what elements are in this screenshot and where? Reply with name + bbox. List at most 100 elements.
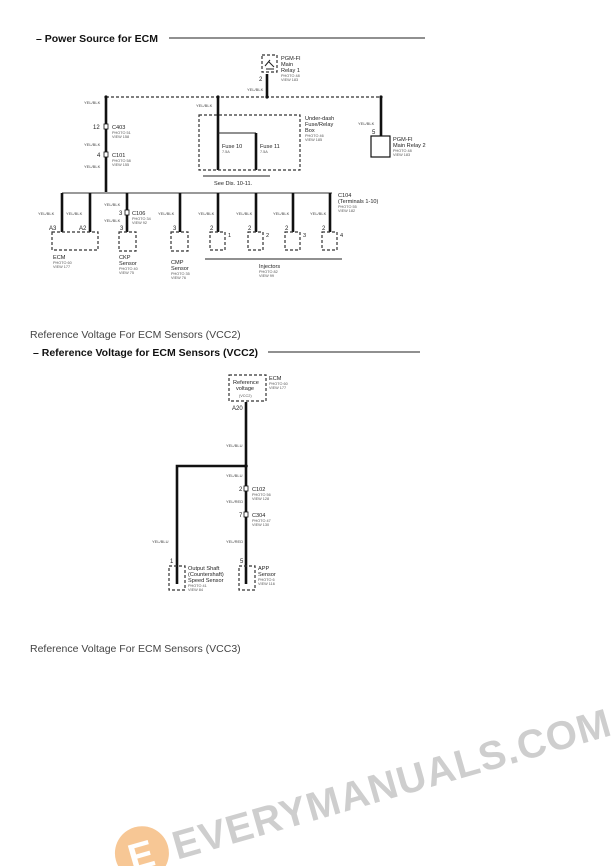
relay1-view: VIEW 183 [281, 78, 298, 82]
ecm-label: voltage [236, 386, 254, 392]
oss-label: (Countershaft) [188, 572, 224, 578]
wire-label: YEL/BLK [198, 211, 215, 216]
c102-photo: PHOTO 56 [252, 493, 271, 497]
oss-view: VIEW 84 [188, 588, 203, 592]
injector-number: 4 [340, 233, 343, 239]
ecm-view: VIEW 177 [269, 386, 286, 390]
relay1-label: Main [281, 62, 293, 68]
injector-number: 2 [266, 233, 269, 239]
c101-pin: 4 [97, 153, 101, 159]
c102-label: C102 [252, 487, 265, 493]
c304-view: VIEW 130 [252, 523, 269, 527]
injector-box [284, 231, 301, 251]
wire-label: YEL/BLK [84, 164, 101, 169]
caption-vcc2: Reference Voltage For ECM Sensors (VCC2) [30, 329, 241, 341]
c106-view: VIEW 92 [132, 221, 147, 225]
relay2-pin: 5 [372, 130, 376, 136]
relay2-label: PGM-FI [393, 137, 413, 143]
wire-label: YEL/BLK [358, 121, 375, 126]
c403-pin: 12 [93, 125, 100, 131]
c106-photo: PHOTO 34 [132, 217, 151, 221]
c104-terminals: (Terminals 1-10) [338, 199, 379, 205]
wire [175, 464, 246, 584]
app-view: VIEW 116 [258, 582, 275, 586]
app-pin: 5 [240, 559, 244, 565]
c403-view: VIEW 158 [112, 135, 129, 139]
wire-label: YEL/BLK [104, 202, 121, 207]
injector-pin: 2 [248, 226, 252, 232]
ckp-label: CKP [119, 255, 131, 261]
relay1-label: Relay 1 [281, 68, 300, 74]
ecm-label: (VCC2) [239, 394, 252, 398]
cmp-pin: 3 [173, 226, 177, 232]
cmp-label: Sensor [171, 266, 189, 272]
vcc2-diagram: – Reference Voltage for ECM Sensors (VCC… [33, 347, 420, 592]
fusebox-photo: PHOTO 46 [305, 134, 324, 138]
cmp-view: VIEW 76 [171, 276, 186, 280]
wire-label: YEL/BLK [247, 87, 264, 92]
wire-label: YEL/BLU [226, 473, 243, 478]
cmp-label: CMP [171, 260, 184, 266]
cmp-box [170, 231, 189, 252]
relay-switch-icon [264, 59, 275, 70]
connector-icon [124, 209, 130, 216]
relay1-box [261, 54, 278, 73]
watermark: E EVERYMANUALS.COM [114, 701, 612, 866]
ecm-label: Reference [233, 380, 259, 386]
injector-number: 1 [228, 233, 231, 239]
fusebox-label: Under-dash [305, 116, 334, 122]
c101-view: VIEW 155 [112, 163, 129, 167]
watermark-text: EVERYMANUALS.COM [167, 701, 612, 866]
relay1-pin: 2 [259, 77, 263, 83]
ckp-label: Sensor [119, 261, 137, 267]
ecm-box [228, 374, 267, 402]
wire-label: YEL/RED [226, 539, 243, 544]
power-source-diagram: – Power Source for ECM PGM-FI Main Relay… [36, 33, 426, 280]
ecm-photo: PHOTO 60 [53, 261, 72, 265]
injector-pin: 2 [210, 226, 214, 232]
wire-label: YEL/BLK [104, 218, 121, 223]
wire-label: YEL/BLU [226, 443, 243, 448]
fusebox-view: VIEW 185 [305, 138, 322, 142]
c403-label: C403 [112, 125, 125, 131]
injector-box [321, 231, 338, 251]
wire-label: YEL/RED [226, 499, 243, 504]
wire-label: YEL/BLK [158, 211, 175, 216]
fuse-box [198, 114, 301, 171]
app-photo: PHOTO 6 [258, 578, 275, 582]
injectors-label: Injectors [259, 264, 280, 270]
c304-label: C304 [252, 513, 265, 519]
connector-icon [103, 151, 109, 158]
connector-icon [103, 123, 109, 130]
injector-pin: 2 [322, 226, 326, 232]
ecm-pin-a3: A3 [49, 226, 57, 232]
section-title: – Reference Voltage for ECM Sensors (VCC… [33, 347, 258, 359]
wire-label: YEL/BLK [310, 211, 327, 216]
c106-pin: 3 [119, 211, 123, 217]
relay1-label: PGM-FI [281, 56, 301, 62]
c104-view: VIEW 182 [338, 209, 355, 213]
oss-photo: PHOTO 41 [188, 584, 207, 588]
ckp-pin: 3 [120, 226, 124, 232]
fuse10-rating: 7.5A [222, 150, 230, 154]
c101-label: C101 [112, 153, 125, 159]
injectors-photo: PHOTO 82 [259, 270, 278, 274]
wire-label: YEL/BLK [38, 211, 55, 216]
ecm-name: ECM [269, 376, 282, 382]
wire-label: YEL/BLK [66, 211, 83, 216]
fuse11-label: Fuse 11 [260, 144, 280, 150]
app-label: Sensor [258, 572, 276, 578]
c104-label: C104 [338, 193, 351, 199]
fuse10-label: Fuse 10 [222, 144, 242, 150]
ecm-photo: PHOTO 60 [269, 382, 288, 386]
c304-pin: 7 [239, 513, 243, 519]
app-label: APP [258, 566, 269, 572]
relay2-photo: PHOTO 48 [393, 149, 412, 153]
ckp-photo: PHOTO 40 [119, 267, 138, 271]
c102-pin: 2 [239, 487, 243, 493]
injectors-view: VIEW 99 [259, 274, 274, 278]
ecm-pin: A20 [232, 406, 243, 412]
wire-label: YEL/BLK [84, 100, 101, 105]
fuse11-rating: 7.5A [260, 150, 268, 154]
